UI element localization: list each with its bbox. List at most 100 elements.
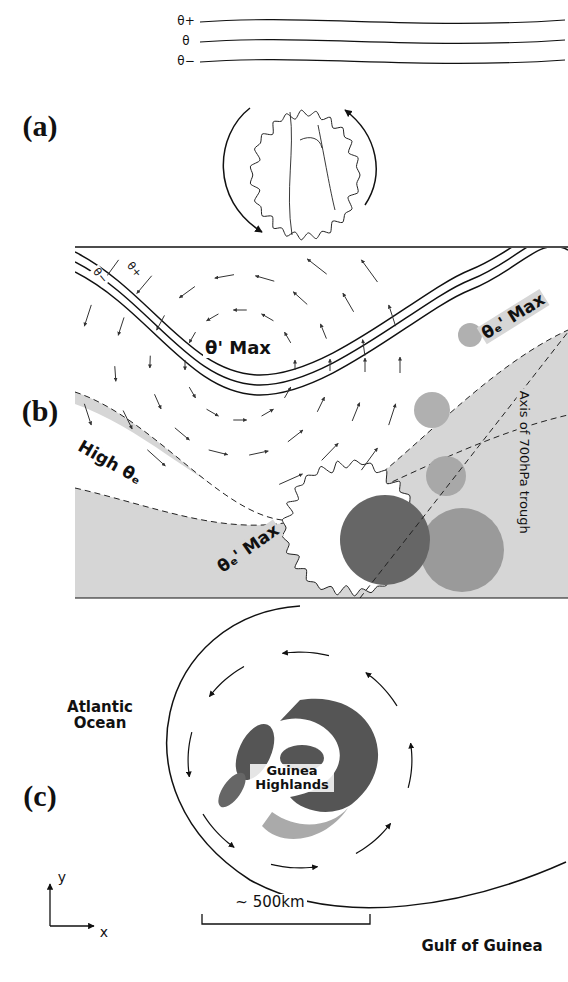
- cloud-outline: [318, 125, 335, 210]
- wind-arrow: [361, 448, 377, 470]
- wind-arrow: [389, 404, 396, 425]
- wind-arrow: [322, 443, 339, 460]
- isentrope: [200, 40, 565, 44]
- label: θ+: [123, 258, 145, 281]
- label: θ−: [175, 55, 196, 68]
- axes: [50, 884, 370, 926]
- x-axis: [50, 925, 94, 926]
- circulation-arrow: [271, 864, 318, 868]
- wind-arrow: [189, 332, 195, 343]
- isentrope: [75, 248, 568, 375]
- panel-divider: [75, 246, 568, 248]
- wind-arrow: [84, 404, 91, 425]
- wind-arrow: [255, 276, 274, 281]
- wind-arrow: [320, 324, 326, 339]
- circulation-arrow: [209, 666, 244, 696]
- wind-arrow: [215, 275, 234, 278]
- wind-arrow: [207, 409, 219, 416]
- convective-band: [262, 808, 348, 839]
- panel-b: [75, 248, 568, 598]
- wind-arrow: [285, 332, 291, 343]
- wind-arrow: [118, 317, 124, 335]
- convective-cloud: [250, 110, 360, 240]
- label: θ' Max: [203, 338, 273, 358]
- wind-arrow: [175, 428, 190, 440]
- high-theta-e-region: [75, 330, 568, 598]
- cloud-outline: [289, 112, 292, 235]
- y-axis: [49, 884, 50, 926]
- wind-arrow: [123, 411, 132, 430]
- cloud-outline: [250, 110, 360, 240]
- isentropes: [75, 248, 568, 395]
- wind-arrow: [288, 430, 303, 442]
- panel-divider: [75, 597, 568, 598]
- wind-arrow: [295, 360, 296, 370]
- wind-arrow: [307, 259, 326, 274]
- wind-arrow: [361, 260, 377, 282]
- circulation-arrow: [408, 743, 412, 788]
- wind-arrow: [249, 451, 268, 455]
- wind-arrow: [84, 305, 91, 326]
- label: Axis of 700hPa trough: [517, 388, 531, 535]
- label: Guinea Highlands: [250, 764, 334, 793]
- wind-arrow: [330, 359, 331, 371]
- cloud-outline: [300, 138, 322, 148]
- isentrope: [200, 20, 565, 24]
- wind-arrow: [352, 403, 359, 421]
- circulation-arrow: [366, 673, 397, 706]
- convective-cell: [414, 392, 450, 428]
- wind-arrow: [343, 293, 354, 312]
- panel-letter: (a): [21, 109, 60, 142]
- wind-arrow: [233, 420, 247, 421]
- panel-letter: (c): [21, 779, 58, 812]
- convective-cell: [340, 495, 430, 585]
- wind-arrow: [293, 292, 307, 305]
- label: Gulf of Guinea: [419, 938, 544, 955]
- wind-arrow: [389, 305, 396, 326]
- circulation-arrows: [188, 652, 412, 868]
- convective-band: [280, 699, 378, 812]
- convective-band: [213, 768, 251, 811]
- isentrope: [200, 60, 565, 64]
- convective-cell: [420, 508, 504, 592]
- circulation-arrow: [282, 652, 329, 656]
- wind-arrow: [279, 474, 302, 484]
- wind-arrow: [179, 287, 195, 298]
- wind-arrow: [262, 314, 274, 321]
- wind-arrow: [285, 387, 291, 398]
- label: x: [98, 925, 110, 940]
- label: High θₑ: [73, 435, 146, 488]
- wind-arrow: [365, 358, 366, 372]
- wind-field: [84, 259, 400, 484]
- wind-arrow: [157, 315, 165, 330]
- label: θ+: [175, 15, 196, 28]
- isentrope: [75, 248, 568, 395]
- label: θ: [180, 35, 191, 48]
- scale-bar: [202, 914, 370, 924]
- label: θₑ' Max: [212, 519, 284, 577]
- circulation-arrow: [356, 823, 391, 853]
- wind-arrow: [147, 450, 165, 466]
- wind-arrow: [189, 387, 195, 398]
- wind-arrow: [233, 310, 247, 311]
- wind-arrow: [209, 450, 228, 455]
- trough-axis: [360, 332, 568, 598]
- wind-arrow: [262, 409, 274, 416]
- label: ~ 500km: [233, 894, 306, 911]
- wind-arrow: [363, 340, 365, 356]
- wind-arrow: [317, 397, 324, 412]
- circulation-arrow: [203, 814, 234, 847]
- wind-arrow: [155, 394, 162, 409]
- label: θₑ' Max: [477, 288, 550, 343]
- highlands-vortex: [213, 699, 378, 839]
- wind-arrow: [185, 360, 186, 370]
- circulation-arrow: [188, 732, 192, 777]
- panel-letter: (b): [20, 394, 61, 427]
- wind-arrow: [149, 356, 150, 368]
- label: Atlantic Ocean: [58, 699, 142, 732]
- wind-arrow: [115, 366, 116, 381]
- convective-cell: [426, 456, 466, 496]
- label: θ−: [89, 264, 111, 287]
